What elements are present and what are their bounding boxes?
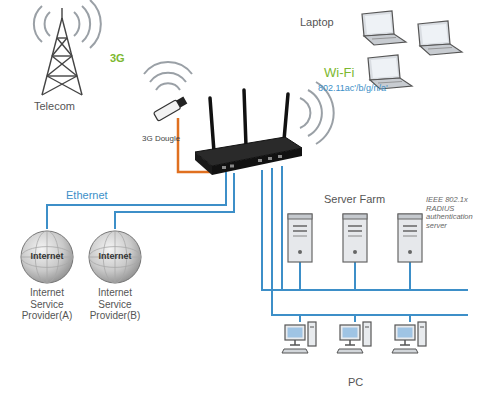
radio-waves xyxy=(34,0,334,144)
group-label: PC xyxy=(348,376,388,389)
device-label: 3G Dougle xyxy=(142,134,212,143)
telecom-tower xyxy=(42,8,82,95)
laptop-icon xyxy=(362,11,406,45)
network-type: Wi-Fi xyxy=(324,66,384,81)
group-label: Server Farm xyxy=(324,193,414,206)
server-note: IEEE 802.1x RADIUS authentication server xyxy=(426,196,492,231)
server-icon xyxy=(343,214,367,262)
server-icon xyxy=(288,214,312,262)
laptop-icon xyxy=(418,21,462,55)
tower-label: Telecom xyxy=(34,100,104,113)
usb-dongle xyxy=(153,96,187,122)
router xyxy=(195,90,302,175)
pc-icon xyxy=(337,322,371,353)
network-type: 3G xyxy=(110,52,140,65)
link-label: Ethernet xyxy=(66,189,136,202)
server-icon xyxy=(398,214,422,262)
ethernet-wires xyxy=(47,166,468,322)
standard-label: 802.11ac'/b/g/n/a' xyxy=(318,83,428,93)
pc-icon xyxy=(392,322,426,353)
globe-text: Internet xyxy=(15,251,79,261)
globe-text: Internet xyxy=(83,251,147,261)
pc-icon xyxy=(282,322,316,353)
provider-label: Internet Service Provider(B) xyxy=(83,287,147,322)
device-label: Laptop xyxy=(300,16,360,29)
provider-label: Internet Service Provider(A) xyxy=(15,287,79,322)
